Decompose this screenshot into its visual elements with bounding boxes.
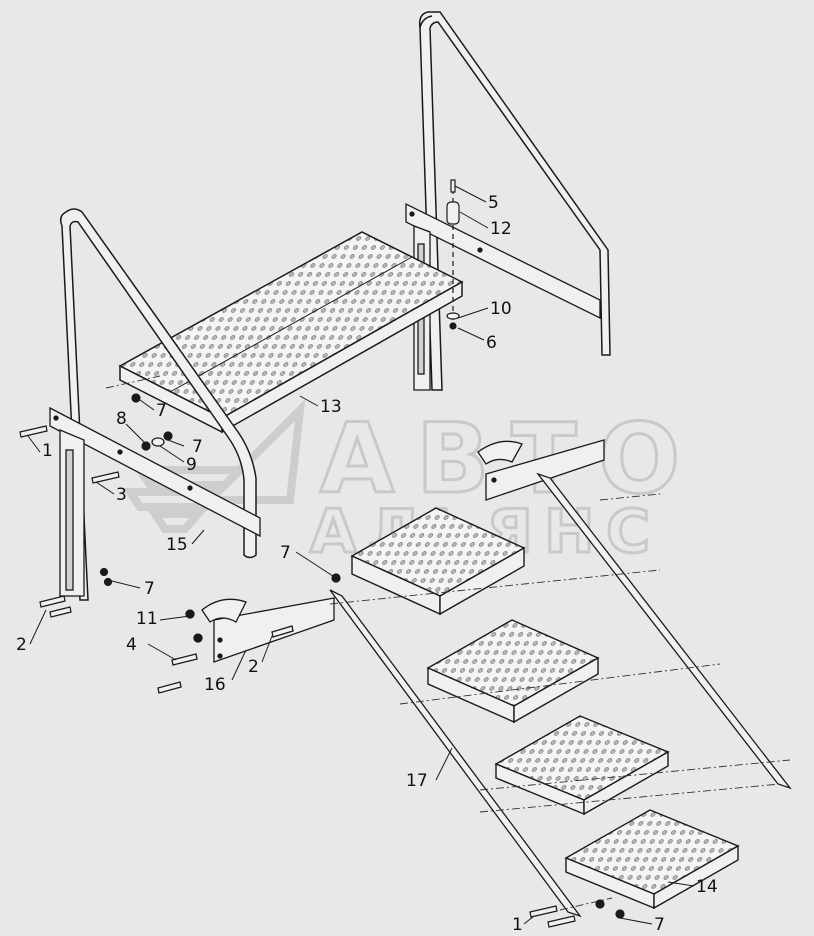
callout-3: 3	[116, 485, 127, 505]
callout-15: 15	[166, 535, 188, 555]
callout-17: 17	[406, 771, 428, 791]
callout-6: 6	[486, 333, 497, 353]
callout-13: 13	[320, 397, 342, 417]
callout-8: 8	[116, 409, 127, 429]
rear-handrail	[418, 11, 611, 391]
callout-numbers: 5 12 10 6 13 7 8 7 9 1 3 15 7 7 2 11 4 2…	[16, 193, 718, 935]
stair-tread-2	[426, 619, 600, 724]
callout-5: 5	[488, 193, 499, 213]
callout-7-a: 7	[156, 401, 167, 421]
lower-stair-bracket	[157, 597, 335, 694]
stair-tread-4	[564, 809, 740, 910]
callout-7-b: 7	[192, 437, 203, 457]
callout-2-a: 2	[16, 635, 27, 655]
fastener-stack-rear	[446, 179, 460, 330]
hardware-front	[19, 393, 173, 618]
callout-leaders	[27, 185, 695, 925]
callout-14: 14	[696, 877, 718, 897]
hardware-bottom	[331, 573, 625, 928]
stair-tread-3	[494, 715, 670, 816]
stair-tread-1	[350, 507, 526, 616]
callout-12: 12	[490, 219, 512, 239]
platform-grating	[118, 231, 464, 434]
callout-7-d: 7	[144, 579, 155, 599]
assembly-centerlines	[105, 375, 791, 911]
callout-7-e: 7	[654, 915, 665, 935]
callout-16: 16	[204, 675, 226, 695]
callout-11: 11	[136, 609, 158, 629]
callout-7-c: 7	[280, 543, 291, 563]
callout-4: 4	[126, 635, 137, 655]
callout-1-b: 1	[512, 915, 523, 935]
front-side-bracket	[49, 406, 261, 597]
callout-2-b: 2	[248, 657, 259, 677]
callout-1-a: 1	[42, 441, 53, 461]
callout-10: 10	[490, 299, 512, 319]
stair-stringers	[329, 472, 792, 918]
callout-9: 9	[186, 455, 197, 475]
upper-stair-bracket	[477, 439, 605, 501]
